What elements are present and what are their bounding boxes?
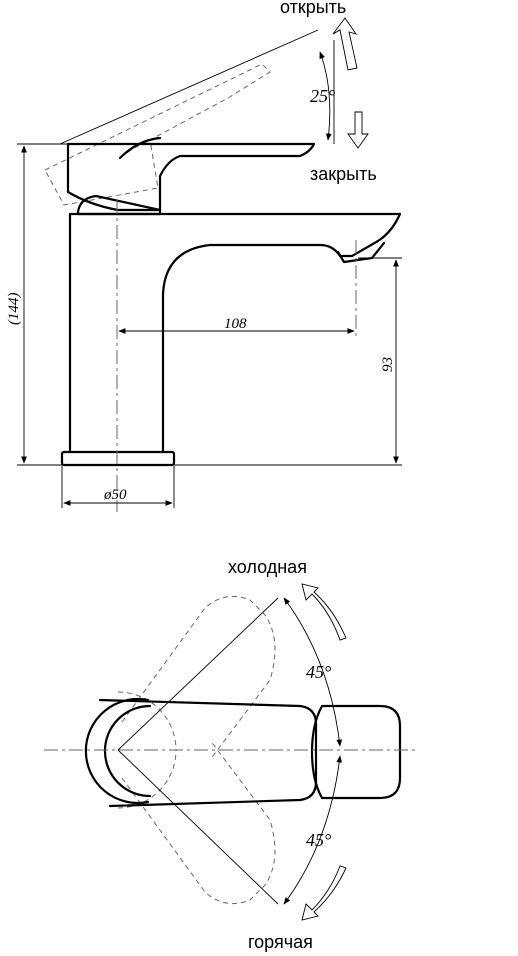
spout-height-dimension: 93 bbox=[174, 257, 402, 466]
height-total-label: (144) bbox=[6, 293, 22, 326]
height-total-dimension: (144) bbox=[6, 143, 68, 466]
cold-angle-label: 45° bbox=[306, 662, 331, 682]
lever-open-position-outline bbox=[44, 63, 271, 206]
faucet-body-top bbox=[84, 697, 402, 808]
top-view: 45° 45° холодная горячая bbox=[44, 557, 416, 952]
hot-arrow-icon bbox=[301, 865, 347, 921]
lever-cold-position-outline bbox=[121, 595, 276, 761]
open-arrow-icon bbox=[332, 17, 358, 71]
base-circle-outline bbox=[117, 691, 177, 751]
side-view: 25° открыть закрыть (144) 108 93 bbox=[6, 0, 402, 512]
cold-label: холодная bbox=[228, 557, 307, 577]
hot-angle-label: 45° bbox=[306, 830, 331, 850]
cold-arrow-icon bbox=[301, 583, 347, 641]
hot-label: горячая bbox=[248, 932, 313, 952]
spout-reach-label: 108 bbox=[224, 316, 247, 332]
hot-angle-arc bbox=[283, 755, 343, 905]
lever-angle-label: 25° bbox=[310, 86, 335, 106]
faucet-body-side bbox=[60, 136, 402, 467]
open-label: открыть bbox=[280, 0, 346, 17]
base-diameter-label: ø50 bbox=[103, 487, 127, 503]
spout-reach-dimension: 108 bbox=[118, 316, 355, 334]
close-label: закрыть bbox=[310, 164, 377, 184]
spout-height-label: 93 bbox=[380, 357, 396, 372]
close-arrow-icon bbox=[347, 111, 369, 149]
cold-angle-arc bbox=[283, 597, 343, 747]
base-diameter-dimension: ø50 bbox=[61, 466, 175, 508]
lever-angle-dimension: 25° bbox=[59, 29, 335, 145]
lever-hot-position-outline bbox=[121, 739, 276, 905]
